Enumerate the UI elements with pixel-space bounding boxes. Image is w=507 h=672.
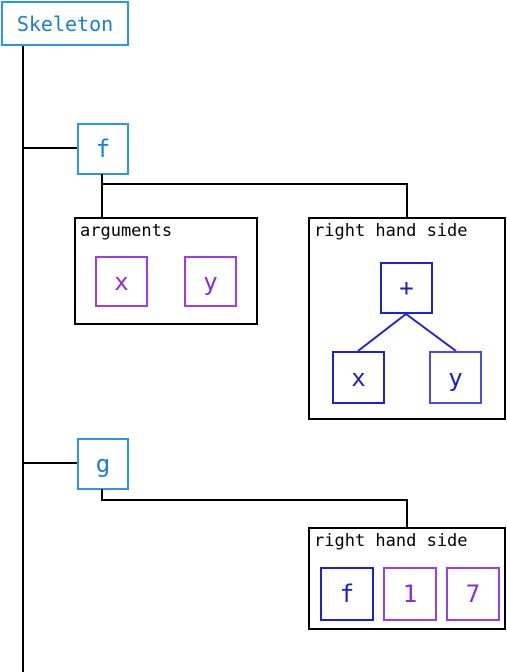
f-connector-horizontal <box>101 183 408 185</box>
operand-x-text: x <box>351 363 366 392</box>
g-connector-rhs-down <box>406 499 408 528</box>
literal-7-node[interactable]: 7 <box>446 567 500 621</box>
f-rhs-label: right hand side <box>314 221 468 241</box>
operand-y[interactable]: y <box>429 351 482 404</box>
f-connector-rhs-down <box>406 183 408 218</box>
g-rhs-label: right hand side <box>314 531 468 551</box>
operand-y-text: y <box>448 363 463 392</box>
function-node-g[interactable]: g <box>77 438 129 490</box>
plus-operator-node[interactable]: + <box>380 262 433 314</box>
argument-y-text: y <box>203 267 218 296</box>
branch-line-f <box>22 147 78 149</box>
branch-line-g <box>22 462 78 464</box>
g-connector-horizontal <box>101 499 408 501</box>
skeleton-label: Skeleton <box>16 11 114 36</box>
call-f-text: f <box>339 580 355 608</box>
call-f-node[interactable]: f <box>320 567 374 621</box>
function-name-g: g <box>95 450 111 478</box>
argument-y[interactable]: y <box>184 256 237 307</box>
trunk-line <box>22 45 24 672</box>
argument-x[interactable]: x <box>95 256 148 307</box>
argument-x-text: x <box>114 267 129 296</box>
g-connector-down <box>101 489 103 501</box>
plus-operator-text: + <box>399 274 414 302</box>
function-name-f: f <box>95 135 111 163</box>
function-node-f[interactable]: f <box>77 123 129 175</box>
literal-1-node[interactable]: 1 <box>383 567 437 621</box>
literal-7-text: 7 <box>465 580 481 608</box>
f-connector-down <box>101 174 103 218</box>
literal-1-text: 1 <box>402 580 418 608</box>
skeleton-root-node[interactable]: Skeleton <box>1 1 129 46</box>
operand-x[interactable]: x <box>332 351 385 404</box>
arguments-label: arguments <box>80 221 173 241</box>
